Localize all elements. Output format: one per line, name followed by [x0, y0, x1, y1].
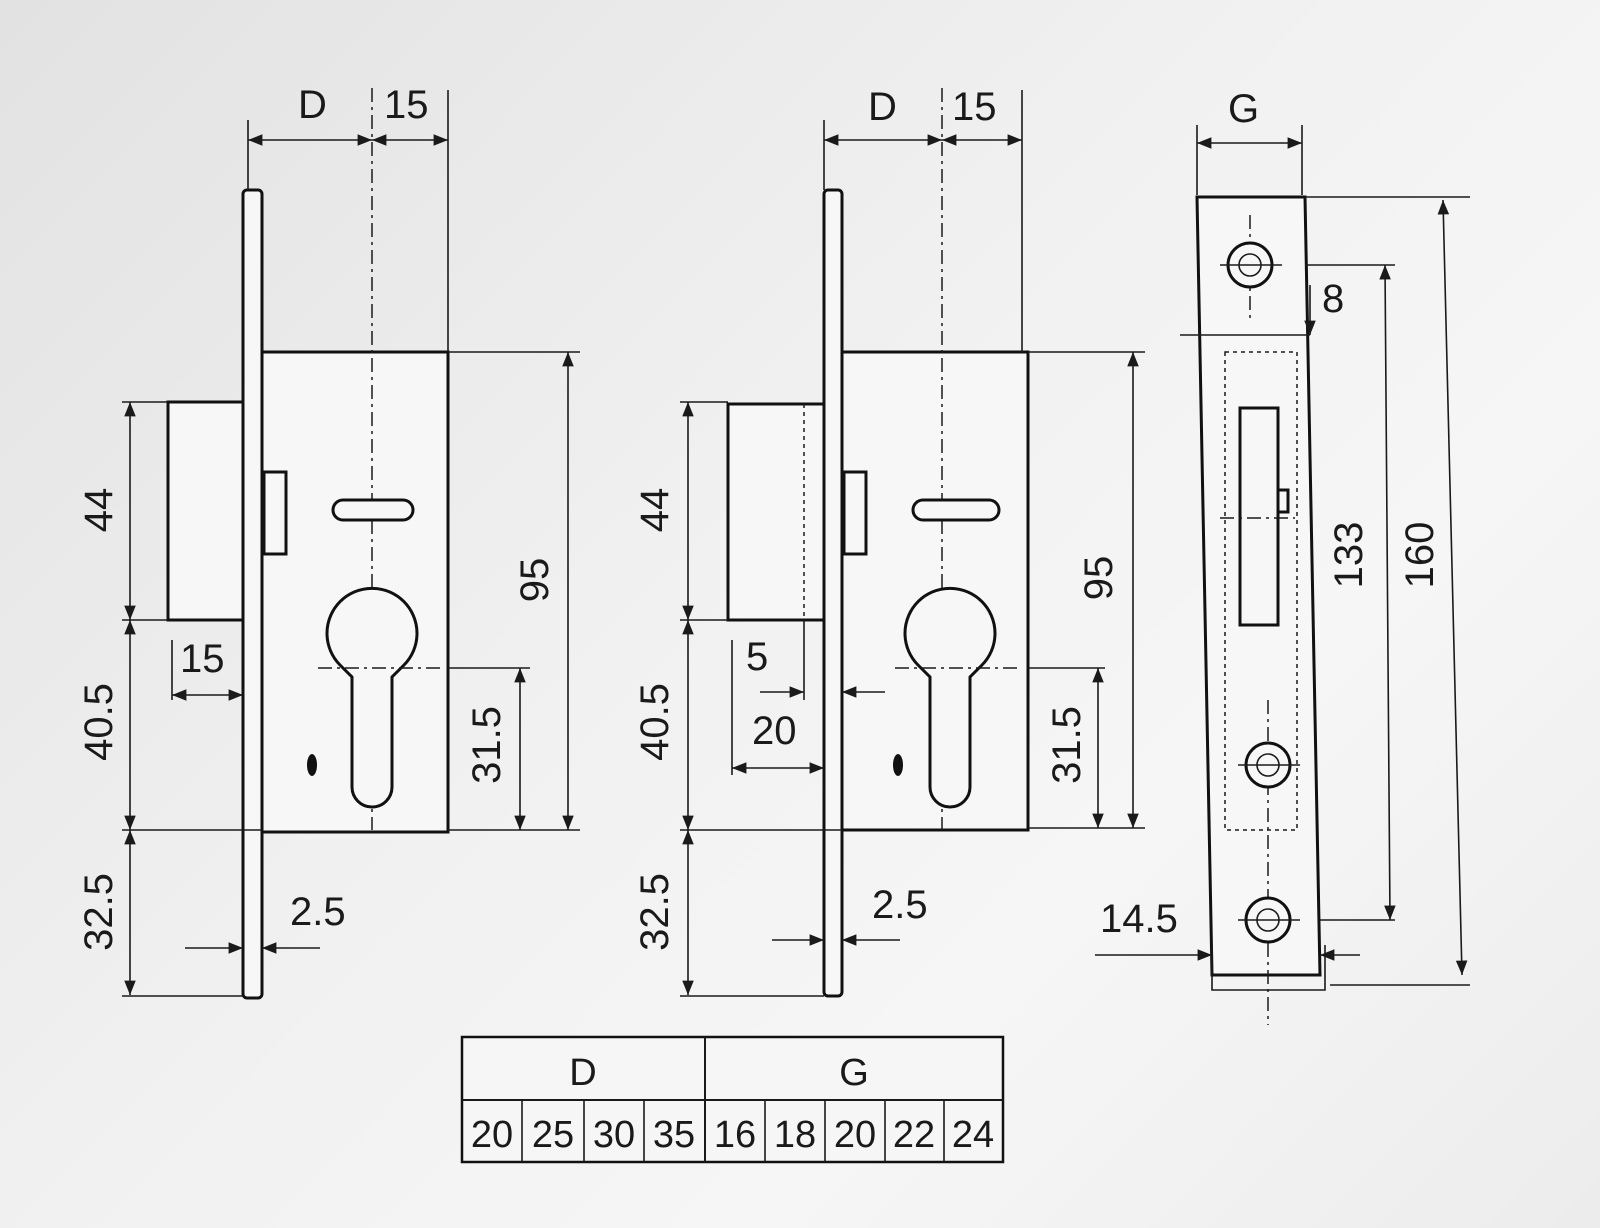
lock-middle-view: D 15 44 40.5 32.5 95 31.5 5 20 2.5	[633, 85, 1145, 998]
dim-14-5: 14.5	[1100, 897, 1178, 941]
table-cell-g: 22	[893, 1114, 935, 1156]
cylinder-cutout	[325, 586, 419, 809]
dim-160: 160	[1398, 522, 1442, 589]
table-cell-g: 20	[834, 1114, 876, 1156]
dim-15-bolt: 15	[180, 637, 225, 681]
table-cell-d: 20	[471, 1114, 513, 1156]
dim-40-5: 40.5	[633, 683, 677, 761]
dim-95: 95	[513, 558, 557, 603]
dim-5: 5	[746, 635, 768, 679]
follower-slot	[331, 498, 415, 522]
table-header-d: D	[569, 1052, 596, 1094]
latch-tab	[842, 470, 868, 556]
faceplate-front-view: G 8 133 160 14.5	[1095, 87, 1470, 1025]
dim-d: D	[298, 83, 327, 127]
dim-95: 95	[1077, 556, 1121, 601]
cylinder-cutout	[903, 586, 997, 809]
screw-hole-middle	[1238, 741, 1300, 789]
dim-15-top: 15	[952, 85, 997, 129]
follower-slot	[911, 498, 1001, 522]
dim-32-5: 32.5	[633, 873, 677, 951]
table-cell-g: 16	[714, 1114, 756, 1156]
dim-20: 20	[752, 709, 797, 753]
dim-2-5: 2.5	[872, 883, 928, 927]
bolt-opening	[1238, 406, 1280, 627]
table-header-g: G	[839, 1052, 869, 1094]
dim-40-5: 40.5	[77, 683, 121, 761]
faceplate	[822, 188, 844, 998]
dim-133: 133	[1327, 522, 1371, 589]
dim-d: D	[868, 85, 897, 129]
dim-8: 8	[1322, 277, 1344, 321]
table-cell-g: 18	[774, 1114, 816, 1156]
faceplate	[241, 188, 264, 1000]
size-table: D G 20 25 30 35 16 18 20 22 24	[460, 1035, 1005, 1164]
dim-31-5: 31.5	[465, 706, 509, 784]
table-cell-d: 35	[653, 1114, 695, 1156]
dim-g: G	[1228, 87, 1259, 131]
dim-31-5: 31.5	[1045, 706, 1089, 784]
screw-hole-bottom	[1238, 896, 1300, 944]
lock-left-view: D 15 44 40.5 32.5 95 31.5 15 2.5	[77, 83, 580, 1000]
table-cell-d: 30	[593, 1114, 635, 1156]
dim-44: 44	[633, 488, 677, 533]
dim-32-5: 32.5	[77, 873, 121, 951]
dim-2-5: 2.5	[290, 890, 346, 934]
screw-hole-top	[1220, 241, 1282, 289]
dim-15-top: 15	[384, 83, 429, 127]
hook-bolt	[726, 402, 826, 622]
table-cell-g: 24	[952, 1114, 994, 1156]
latch-bolt	[166, 400, 245, 622]
dim-44: 44	[77, 488, 121, 533]
table-cell-d: 25	[532, 1114, 574, 1156]
latch-tab	[262, 470, 288, 556]
